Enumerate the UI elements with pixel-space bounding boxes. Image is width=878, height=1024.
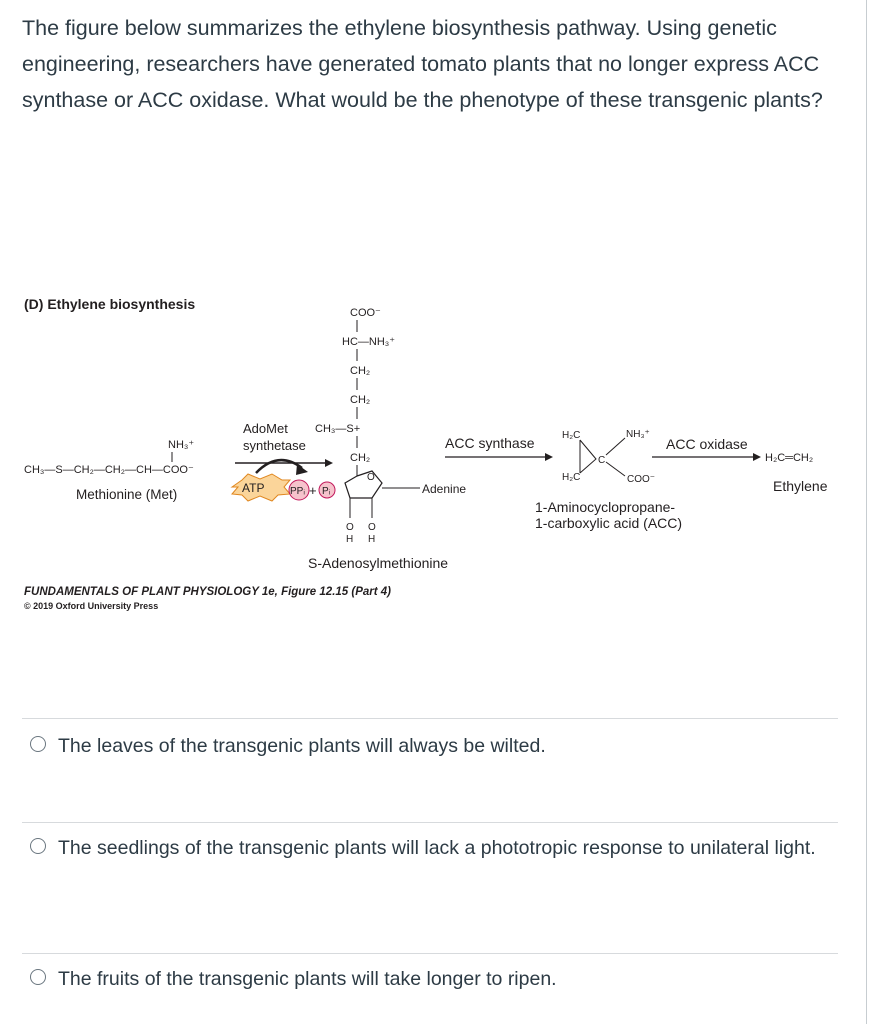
sam-h1: H [346,534,353,545]
sam-coo: COO⁻ [350,307,381,319]
sam-ch2-a: CH₂ [350,365,370,377]
answer-label-2[interactable]: The seedlings of the transgenic plants w… [58,837,816,859]
ethylene-name: Ethylene [773,478,828,494]
answer-divider-1 [22,718,838,719]
acc-nh3-bond [605,437,626,456]
radio-button-2[interactable] [30,838,46,854]
ethylene-pathway-figure: (D) Ethylene biosynthesis NH₃⁺ CH₃—S—CH₂… [20,290,840,630]
credit-line-1: FUNDAMENTALS OF PLANT PHYSIOLOGY 1e, Fig… [24,586,391,598]
ribose-ring [344,470,383,499]
met-name: Methionine (Met) [76,487,177,502]
ppi-circle [288,479,310,501]
sam-ch3s: CH₃—S+ [315,423,360,435]
acc-name-2: 1-carboxylic acid (ACC) [535,515,682,531]
acc-coo-bond [605,461,626,477]
question-text: The figure below summarizes the ethylene… [22,16,823,112]
answer-label-3[interactable]: The fruits of the transgenic plants will… [58,968,557,990]
acc-h2c-bottom: H₂C [562,472,580,483]
acc-name-1: 1-Aminocyclopropane- [535,499,675,515]
radio-button-3[interactable] [30,969,46,985]
met-chain: CH₃—S—CH₂—CH₂—CH—COO⁻ [24,464,194,476]
answer-option-2[interactable]: The seedlings of the transgenic plants w… [30,833,820,863]
acc-synthase-arrowhead [545,453,553,461]
answer-divider-3 [22,953,838,954]
answer-label-1[interactable]: The leaves of the transgenic plants will… [58,735,546,757]
acc-synthase-label: ACC synthase [445,435,535,451]
right-border [866,0,867,1024]
adomet-label-2: synthetase [243,438,306,453]
plus-sign: + [309,483,317,498]
atp-curve-head [296,464,308,475]
acc-coo: COO⁻ [627,474,655,485]
acc-oxidase-arrowhead [753,453,761,461]
sam-ch2-c: CH₂ [350,452,370,464]
acc-c: C [598,455,605,466]
ppi-label: PPᵢ [290,486,305,497]
sam-hc: HC—NH₃⁺ [342,336,395,348]
pi-circle [318,481,336,499]
pi-label: Pᵢ [322,486,331,497]
answer-divider-2 [22,822,838,823]
credit-line-2: © 2019 Oxford University Press [24,601,158,611]
acc-h2c-top: H₂C [562,430,580,441]
pathway-diagram: (D) Ethylene biosynthesis NH₃⁺ CH₃—S—CH₂… [24,296,828,611]
acc-ring-bonds [579,439,597,474]
radio-button-1[interactable] [30,736,46,752]
panel-title: (D) Ethylene biosynthesis [24,296,195,312]
answer-option-3[interactable]: The fruits of the transgenic plants will… [30,964,820,994]
atp-label: ATP [242,481,264,495]
acc-oxidase-label: ACC oxidase [666,436,748,452]
atp-curve [255,459,303,474]
met-nh3: NH₃⁺ [168,439,194,451]
sam-oh1: O [346,522,354,533]
acc-nh3: NH₃⁺ [626,429,650,440]
ethylene-formula: H₂C═CH₂ [765,452,813,464]
adenine-label: Adenine [422,482,466,496]
ring-oxygen: O [367,472,375,483]
sam-name: S-Adenosylmethionine [308,555,448,571]
adomet-label-1: AdoMet [243,421,288,436]
sam-oh2: O [368,522,376,533]
sam-h2: H [368,534,375,545]
sam-ch2-b: CH₂ [350,394,370,406]
answer-option-1[interactable]: The leaves of the transgenic plants will… [30,731,820,761]
adomet-arrowhead [325,459,333,467]
